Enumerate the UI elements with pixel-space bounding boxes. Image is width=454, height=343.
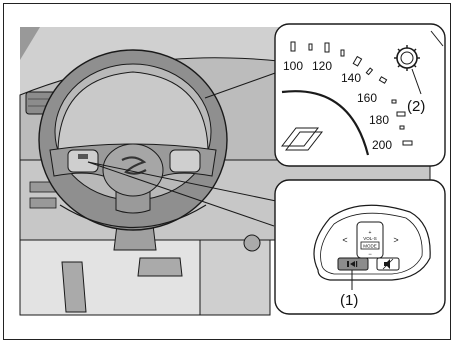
vol-s-label: VOL-S [363, 236, 377, 241]
speed-tick-120: 120 [312, 59, 332, 73]
volume-minus-label: − [368, 252, 372, 258]
callout-2: (2) [407, 98, 425, 115]
mode-label: MODE [363, 244, 377, 249]
callout-1: (1) [340, 292, 358, 309]
speed-tick-200: 200 [372, 138, 392, 152]
accelerator-pedal [62, 262, 86, 312]
speed-tick-180: 180 [369, 113, 389, 127]
speed-tick-140: 140 [341, 71, 361, 85]
speed-tick-160: 160 [357, 91, 377, 105]
seek-left-button[interactable]: < [342, 235, 347, 245]
brake-pedal [138, 258, 182, 276]
seek-right-button[interactable]: > [393, 235, 398, 245]
left-switch-pad [68, 150, 98, 172]
footwell [20, 240, 200, 315]
steering-wheel [39, 50, 227, 230]
switch-inset: + VOL-S MODE − < > (1) [275, 180, 445, 314]
speed-tick-100: 100 [283, 59, 303, 73]
right-switch-pad [170, 150, 200, 172]
speedometer-inset: 100 120 140 160 180 200 (2) [275, 24, 445, 166]
